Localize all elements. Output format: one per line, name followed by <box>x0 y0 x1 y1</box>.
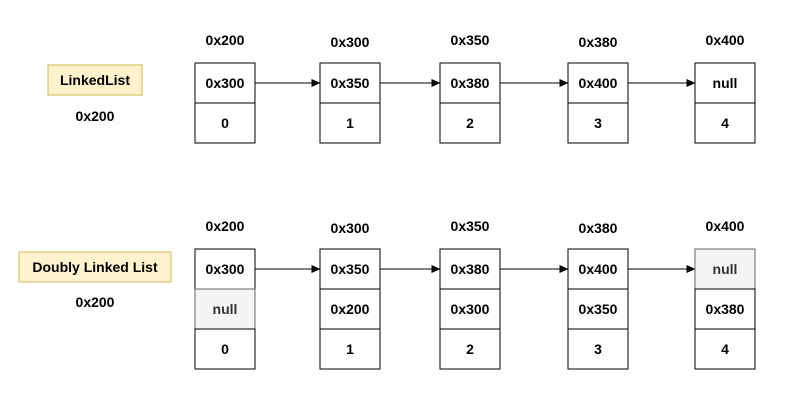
singly-node-address: 0x380 <box>579 34 618 50</box>
singly-node-next-value: null <box>713 75 738 91</box>
doubly-node-value-value: 3 <box>594 341 602 357</box>
doubly-node-value-cell <box>439 328 501 370</box>
singly-list-label: LinkedList <box>60 72 130 88</box>
doubly-node-value-value: 0 <box>221 341 229 357</box>
singly-node-next-cell <box>694 62 756 104</box>
doubly-node-value-value: 1 <box>346 341 354 357</box>
doubly-node-next-value: 0x300 <box>206 261 245 277</box>
singly-node: 0x200 0x300 0 <box>194 32 256 144</box>
doubly-list-label: Doubly Linked List <box>32 259 158 275</box>
singly-node-address: 0x350 <box>451 32 490 48</box>
doubly-node: 0x300 0x350 0x200 1 <box>319 220 381 370</box>
doubly-node-value-cell <box>567 328 629 370</box>
doubly-node-prev-cell <box>567 288 629 330</box>
doubly-node-address: 0x380 <box>579 220 618 236</box>
singly-node-value-cell <box>567 102 629 144</box>
singly-node: 0x350 0x380 2 <box>439 32 501 144</box>
singly-node-next-cell <box>567 62 629 104</box>
singly-node-next-value: 0x380 <box>451 75 490 91</box>
singly-node-address: 0x300 <box>331 34 370 50</box>
singly-node: 0x380 0x400 3 <box>567 34 629 144</box>
doubly-node: 0x200 0x300 null 0 <box>194 218 256 370</box>
doubly-node: 0x380 0x400 0x350 3 <box>567 220 629 370</box>
singly-node: 0x400 null 4 <box>694 32 756 144</box>
doubly-node-address: 0x200 <box>206 218 245 234</box>
doubly-node-address: 0x300 <box>331 220 370 236</box>
doubly-node-value-value: 2 <box>466 341 474 357</box>
singly-node-next-value: 0x300 <box>206 75 245 91</box>
singly-node-next-value: 0x400 <box>579 75 618 91</box>
singly-node-address: 0x200 <box>206 32 245 48</box>
doubly-node-prev-value: 0x200 <box>331 301 370 317</box>
doubly-node-value-cell <box>194 328 256 370</box>
doubly-list-nodes: 0x2000x300null00x3000x3500x20010x3500x38… <box>194 218 756 370</box>
singly-node-next-value: 0x350 <box>331 75 370 91</box>
singly-node-value-value: 3 <box>594 115 602 131</box>
singly-node: 0x300 0x350 1 <box>319 34 381 144</box>
doubly-node-prev-value: null <box>213 301 238 317</box>
doubly-node-next-cell <box>694 248 756 290</box>
singly-list-label-box: LinkedList <box>47 64 143 96</box>
singly-head-address: 0x200 <box>76 108 115 124</box>
singly-node-value-value: 0 <box>221 115 229 131</box>
singly-node-value-cell <box>194 102 256 144</box>
singly-node-value-value: 2 <box>466 115 474 131</box>
singly-node-value-cell <box>694 102 756 144</box>
doubly-node-next-value: 0x400 <box>579 261 618 277</box>
singly-node-value-value: 4 <box>721 115 729 131</box>
doubly-node-value-cell <box>694 328 756 370</box>
doubly-node-next-value: 0x350 <box>331 261 370 277</box>
doubly-node-prev-cell <box>194 288 256 330</box>
doubly-node-value-value: 4 <box>721 341 729 357</box>
doubly-node-prev-cell <box>319 288 381 330</box>
singly-list-label-bg <box>47 64 143 96</box>
singly-node-next-cell <box>194 62 256 104</box>
singly-node-value-cell <box>439 102 501 144</box>
singly-node-value-value: 1 <box>346 115 354 131</box>
singly-node-next-cell <box>439 62 501 104</box>
doubly-list-label-bg <box>18 251 172 283</box>
doubly-node-prev-value: 0x300 <box>451 301 490 317</box>
doubly-node: 0x350 0x380 0x300 2 <box>439 218 501 370</box>
doubly-node-prev-cell <box>694 288 756 330</box>
doubly-node-next-value: 0x380 <box>451 261 490 277</box>
doubly-node-address: 0x350 <box>451 218 490 234</box>
doubly-node-prev-value: 0x380 <box>706 301 745 317</box>
singly-list-nodes: 0x2000x30000x3000x35010x3500x38020x3800x… <box>194 32 756 144</box>
singly-node-address: 0x400 <box>706 32 745 48</box>
doubly-node-address: 0x400 <box>706 218 745 234</box>
singly-node-value-cell <box>319 102 381 144</box>
doubly-node-prev-value: 0x350 <box>579 301 618 317</box>
doubly-node-value-cell <box>319 328 381 370</box>
doubly-list-label-box: Doubly Linked List <box>18 251 172 283</box>
doubly-node: 0x400 null 0x380 4 <box>694 218 756 370</box>
doubly-node-next-value: null <box>713 261 738 277</box>
doubly-node-prev-cell <box>439 288 501 330</box>
doubly-node-next-cell <box>319 248 381 290</box>
doubly-head-address: 0x200 <box>76 294 115 310</box>
